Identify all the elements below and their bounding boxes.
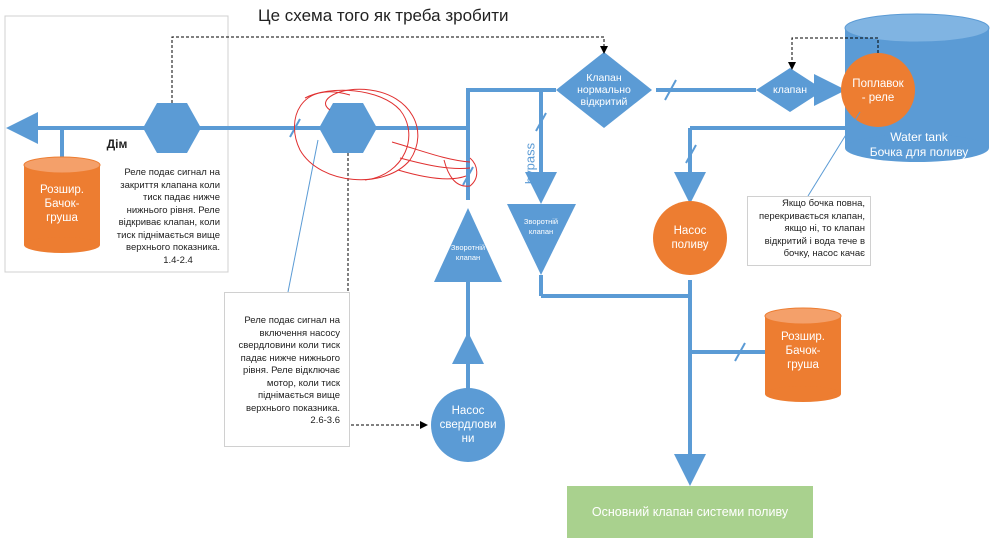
expansion-tank-right-bottom	[765, 386, 841, 402]
tank-note-box	[747, 196, 871, 266]
check-valve-down	[507, 204, 576, 275]
pipe-ticks	[289, 79, 746, 362]
irrigation-pump-circle	[653, 201, 727, 275]
valve-label: клапан	[772, 84, 807, 96]
main-valve-box[interactable]	[567, 486, 813, 538]
check-valve-up	[434, 208, 502, 282]
valve-normally-open-diamond[interactable]	[556, 52, 652, 128]
home-label: Дім	[106, 137, 128, 151]
expansion-tank-left-bottom	[24, 237, 100, 253]
signal-line-relay-to-pump	[347, 153, 428, 429]
tank-note: Якщо бочка повна,перекривається клапан,я…	[758, 198, 865, 259]
expansion-tank-right-label: Розшир.Бачок-груша	[781, 331, 825, 371]
water-tank-top	[844, 13, 990, 43]
expansion-tank-right-top	[764, 307, 842, 325]
expansion-tank-left-body	[24, 165, 100, 245]
main-valve-label: Основний клапан системи поливу	[591, 505, 789, 519]
signal-line-house-to-valve	[171, 36, 608, 103]
float-relay-circle	[841, 53, 915, 127]
expansion-tank-left-top	[23, 156, 101, 174]
red-scribbles	[293, 88, 478, 187]
relay-note-well-box	[224, 292, 350, 447]
float-relay-label: Поплавок- реле	[852, 78, 904, 104]
relay-hexagon-well	[319, 103, 377, 153]
well-pump-circle	[431, 388, 505, 462]
expansion-tank-right-body	[765, 316, 841, 394]
callout-line-well	[287, 139, 319, 293]
signal-line-float-to-valve	[788, 37, 879, 70]
expansion-tank-left-label: Розшир.Бачок-груша	[40, 184, 84, 224]
valve-diamond[interactable]	[756, 68, 824, 112]
relay-hexagon-house	[143, 103, 201, 153]
bypass-label: bypass	[522, 142, 538, 185]
callout-line-tank	[807, 111, 861, 197]
water-tank-bottom	[845, 134, 989, 162]
page-title: Це схема того як треба зробити	[258, 6, 509, 25]
